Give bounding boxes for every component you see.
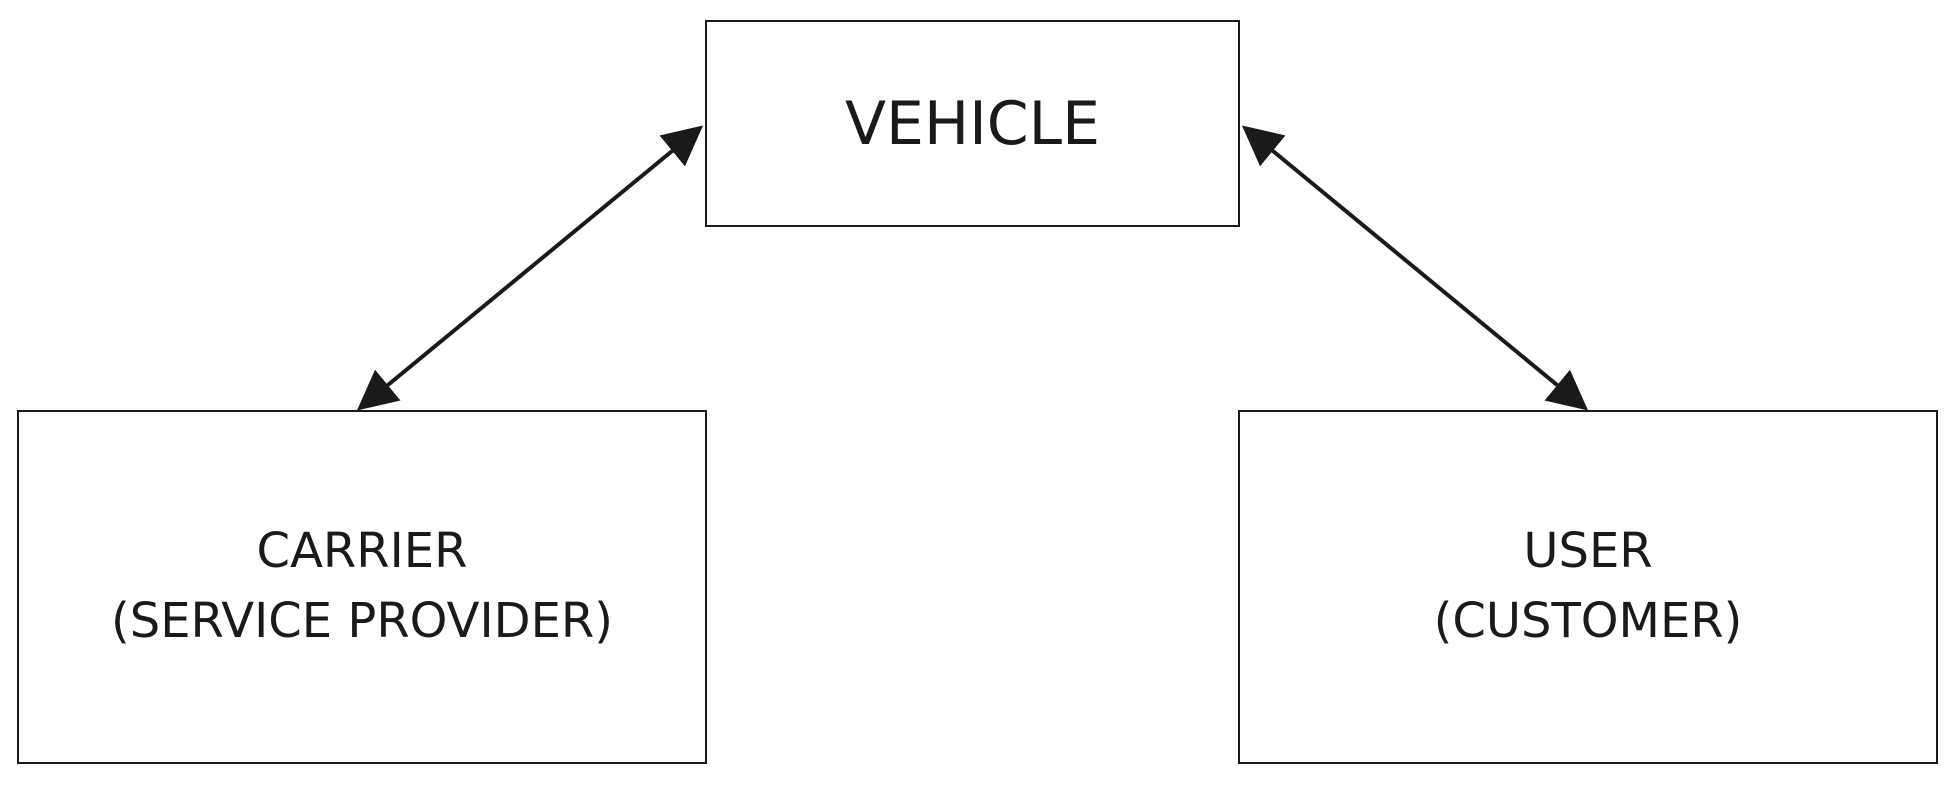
- edge-vehicle-user: [1241, 125, 1589, 411]
- user-label: USER: [1523, 523, 1653, 580]
- user-node: USER (CUSTOMER): [1238, 410, 1938, 764]
- user-sublabel: (CUSTOMER): [1433, 593, 1743, 649]
- carrier-text: CARRIER (SERVICE PROVIDER): [111, 517, 613, 656]
- vehicle-node: VEHICLE: [705, 20, 1240, 227]
- carrier-sublabel: (SERVICE PROVIDER): [111, 593, 613, 649]
- user-text: USER (CUSTOMER): [1434, 517, 1743, 656]
- vehicle-label: VEHICLE: [845, 88, 1100, 159]
- edge-vehicle-carrier: [356, 125, 704, 411]
- carrier-label: CARRIER: [256, 523, 468, 580]
- carrier-node: CARRIER (SERVICE PROVIDER): [17, 410, 707, 764]
